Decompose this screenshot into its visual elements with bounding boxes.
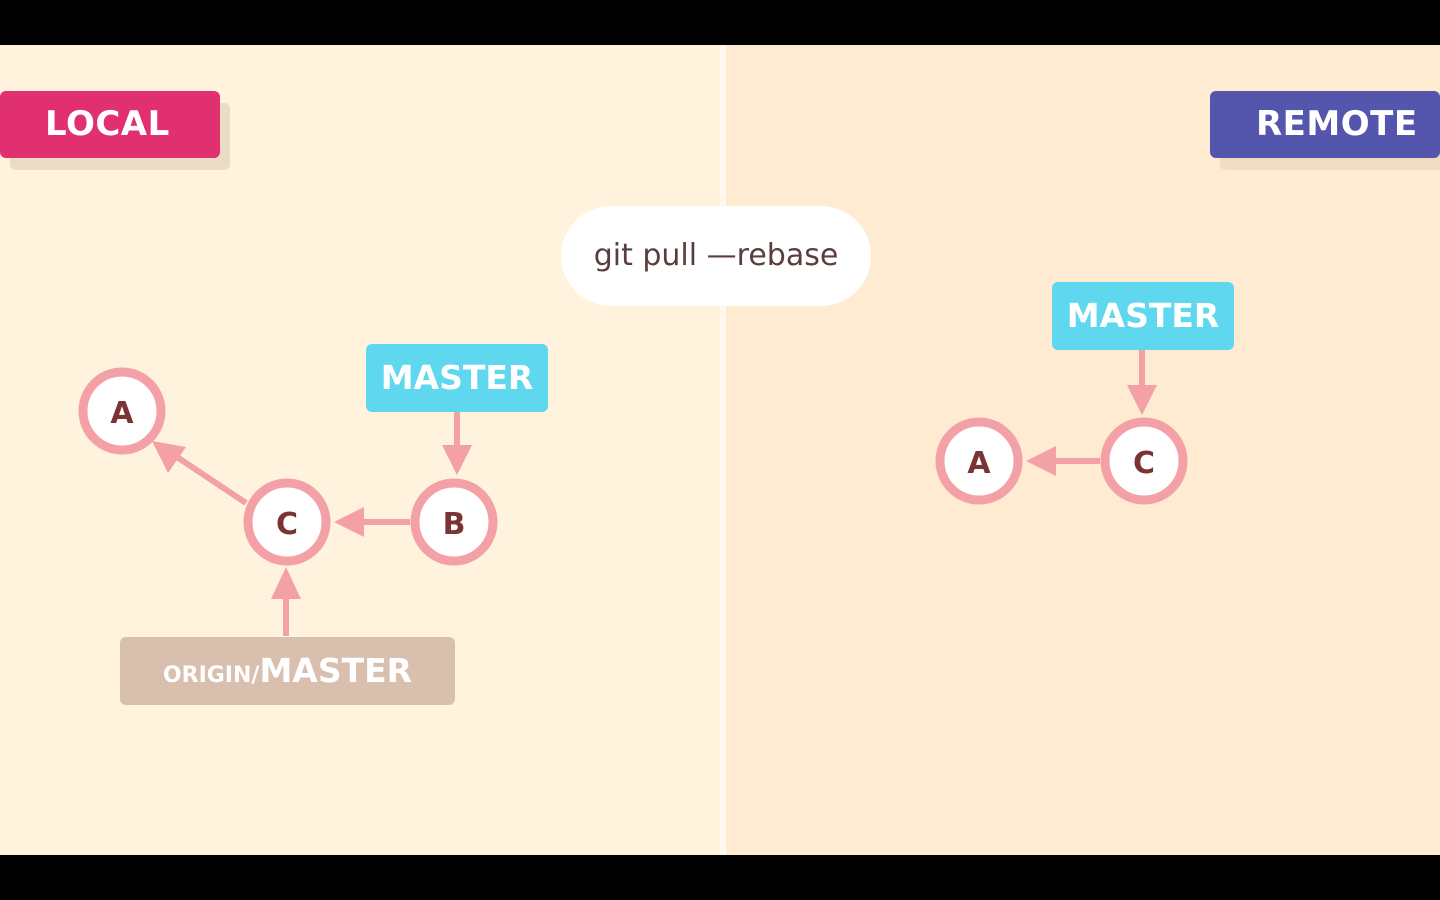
remote-commit-a-label: A: [967, 446, 991, 481]
commit-graph: A C B A C: [78, 350, 1188, 636]
remote-commit-a: A: [935, 417, 1023, 505]
local-commit-c: C: [243, 478, 331, 566]
remote-tag-label: REMOTE: [1210, 91, 1440, 158]
local-commit-a-label: A: [110, 396, 134, 431]
local-commit-b-label: B: [443, 507, 466, 542]
remote-arrow-master-to-c: [1127, 350, 1157, 415]
git-command-pill: git pull —rebase: [561, 206, 871, 306]
remote-commit-c: C: [1100, 417, 1188, 505]
local-arrow-c-to-a: [152, 441, 248, 506]
origin-prefix-label: ORIGIN/: [162, 663, 260, 688]
remote-commit-c-label: C: [1133, 446, 1155, 481]
local-commit-b: B: [410, 478, 498, 566]
local-arrow-master-to-b: [442, 412, 472, 475]
origin-name-label: MASTER: [259, 651, 413, 690]
local-commit-c-label: C: [276, 507, 298, 542]
local-arrow-origin-to-c: [271, 567, 301, 636]
local-tag-label: LOCAL: [0, 91, 220, 158]
local-arrow-b-to-c: [334, 507, 410, 537]
remote-tag: REMOTE: [1210, 91, 1440, 170]
local-tag: LOCAL: [0, 91, 230, 170]
panel-divider: [720, 45, 726, 855]
origin-master-branch-tag: ORIGIN/MASTER: [120, 637, 455, 705]
remote-master-branch-tag: MASTER: [1052, 282, 1234, 350]
local-commit-a: A: [78, 367, 166, 455]
slide-frame: LOCAL REMOTE git pull —rebase: [0, 45, 1440, 855]
remote-panel: [726, 45, 1440, 855]
local-master-branch-tag: MASTER: [366, 344, 548, 412]
remote-arrow-c-to-a: [1026, 446, 1100, 476]
